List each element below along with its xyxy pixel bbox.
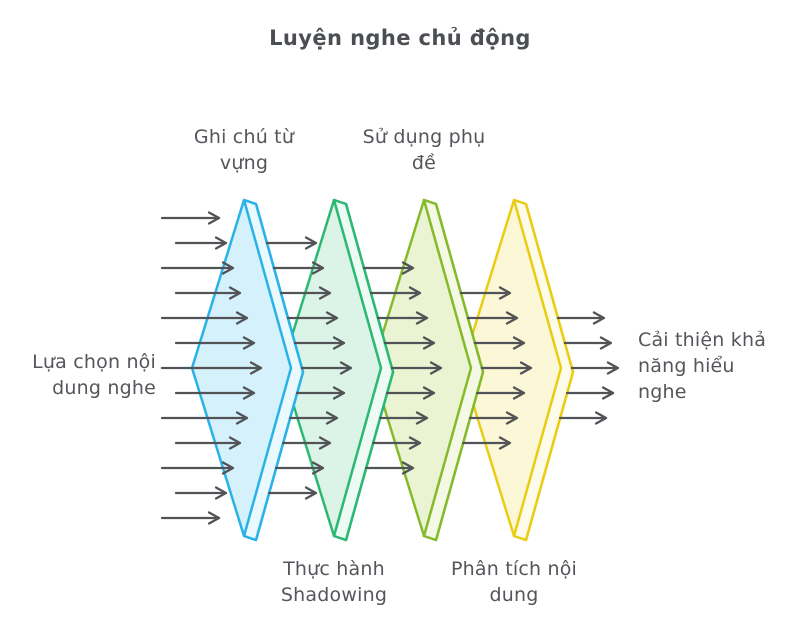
flow-arrow xyxy=(160,361,263,375)
flow-arrow xyxy=(295,386,346,400)
filter-1-label: Ghi chú từ vựng xyxy=(193,126,295,174)
flow-arrow xyxy=(300,361,353,375)
flow-arrow xyxy=(174,386,256,400)
filter-4-diamond-edge xyxy=(512,198,575,542)
flow-arrow xyxy=(475,386,526,400)
flow-arrow xyxy=(369,286,422,300)
flow-arrow xyxy=(267,486,318,500)
flow-arrow xyxy=(281,436,332,450)
flow-arrow xyxy=(160,411,249,425)
flow-arrow xyxy=(383,336,436,350)
flow-arrow xyxy=(286,311,339,325)
flow-arrow xyxy=(160,311,249,325)
flow-arrow xyxy=(160,461,235,475)
flow-arrow xyxy=(480,361,533,375)
flow-arrow xyxy=(364,461,415,475)
flow-arrow xyxy=(558,411,608,425)
output-label: Cải thiện khả năng hiểu nghe xyxy=(638,329,767,403)
flow-arrow xyxy=(461,436,512,450)
filter-3-label: Sử dụng phụ đề xyxy=(362,126,486,174)
flow-arrow xyxy=(570,361,620,375)
flow-arrow xyxy=(371,436,422,450)
diagram-title: Luyện nghe chủ động xyxy=(269,26,531,50)
flow-arrow xyxy=(174,336,256,350)
filter-3-diamond-edge xyxy=(422,198,485,542)
flow-arrow xyxy=(376,311,429,325)
flow-arrow xyxy=(174,236,228,250)
flow-arrow xyxy=(288,411,339,425)
input-label: Lựa chọn nội dung nghe xyxy=(32,351,156,399)
flow-arrow xyxy=(160,211,221,225)
flow-arrow xyxy=(385,386,436,400)
filter-4-label: Phân tích nội dung xyxy=(450,558,578,606)
flow-arrow xyxy=(160,261,235,275)
flow-arrow xyxy=(459,286,512,300)
flow-arrow xyxy=(174,486,228,500)
flow-arrow xyxy=(174,286,242,300)
flow-arrow xyxy=(563,336,613,350)
flow-arrow xyxy=(265,236,318,250)
flow-arrow xyxy=(473,336,526,350)
flow-arrow xyxy=(556,311,606,325)
flow-arrow xyxy=(390,361,443,375)
flow-arrow xyxy=(274,461,325,475)
flow-arrow xyxy=(160,511,221,525)
flow-arrow xyxy=(272,261,325,275)
flow-arrow xyxy=(174,436,242,450)
filter-2-label: Thực hành Shadowing xyxy=(280,558,388,606)
flow-arrow xyxy=(468,411,519,425)
filter-1-diamond xyxy=(190,198,305,542)
flow-arrow xyxy=(466,311,519,325)
flow-arrow xyxy=(378,411,429,425)
flow-arrow xyxy=(293,336,346,350)
flow-arrow xyxy=(565,386,615,400)
flow-arrow xyxy=(279,286,332,300)
flow-arrow xyxy=(362,261,415,275)
